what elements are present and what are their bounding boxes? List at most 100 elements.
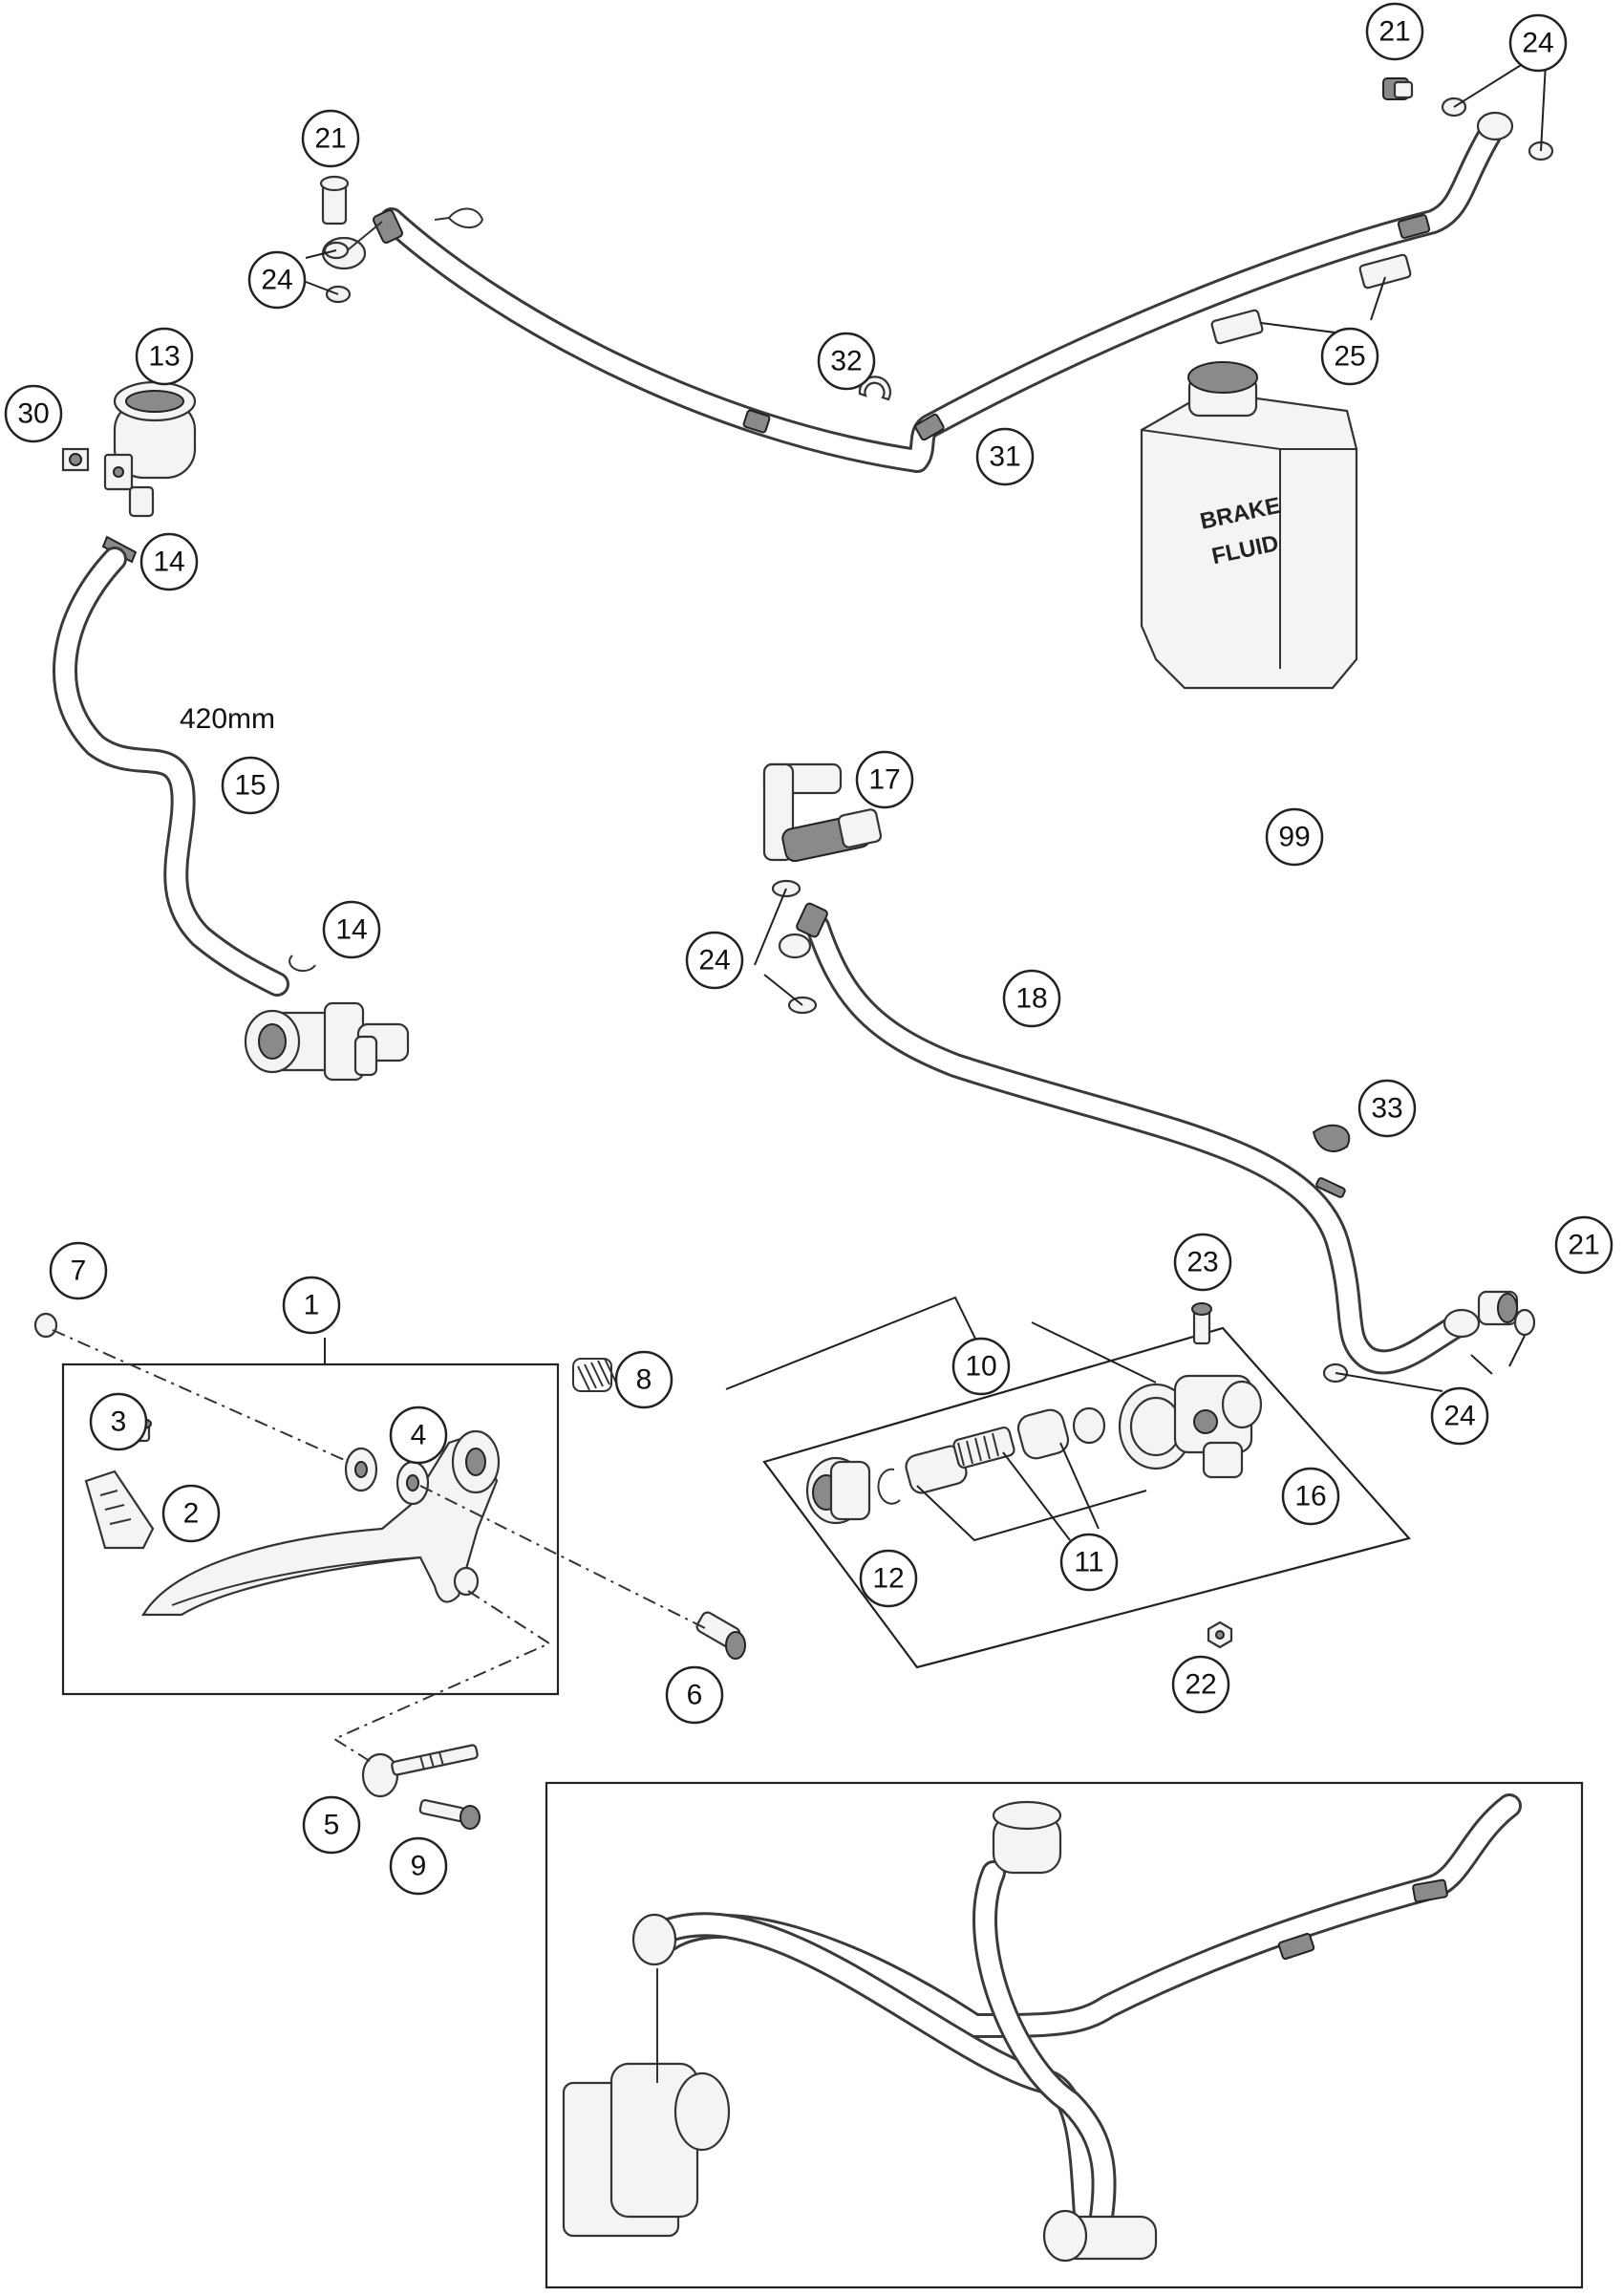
- master-cylinder-kit-frame-10: [762, 1326, 1412, 1669]
- svg-text:22: 22: [1185, 1669, 1216, 1701]
- callout-17: 17: [855, 750, 914, 809]
- callout-12: 12: [859, 1549, 918, 1608]
- callout-15: 15: [221, 756, 280, 815]
- callout-32: 32: [817, 332, 876, 391]
- svg-text:24: 24: [698, 945, 730, 976]
- svg-text:17: 17: [868, 764, 900, 796]
- brake-pedal-2: [84, 1429, 501, 1617]
- svg-text:23: 23: [1186, 1247, 1218, 1278]
- svg-text:21: 21: [314, 123, 346, 155]
- svg-text:8: 8: [636, 1364, 652, 1396]
- svg-text:14: 14: [335, 914, 367, 946]
- screw-23: [1191, 1302, 1212, 1345]
- callout-14-bottom: 14: [322, 900, 381, 959]
- callout-leaders: [305, 56, 1547, 1392]
- svg-text:31: 31: [989, 441, 1020, 473]
- svg-text:11: 11: [1074, 1547, 1103, 1578]
- svg-text:21: 21: [1378, 16, 1410, 48]
- callout-24-top-left: 24: [247, 250, 307, 310]
- svg-text:30: 30: [17, 398, 49, 430]
- axis-line-pedal-pivot: [52, 1329, 708, 1630]
- callout-13: 13: [135, 327, 194, 386]
- elbow-16: [1202, 1441, 1244, 1479]
- hose-length-label: 420mm: [180, 703, 275, 735]
- callout-3: 3: [89, 1392, 148, 1451]
- circlip-12: [877, 1468, 901, 1505]
- pedal-kit-frame-1: [61, 1363, 560, 1696]
- svg-text:9: 9: [411, 1851, 427, 1882]
- svg-text:10: 10: [965, 1351, 996, 1383]
- axis-line-clevis: [331, 1590, 552, 1764]
- svg-text:13: 13: [148, 341, 180, 373]
- banjo-bolt-21-right: [1477, 1290, 1519, 1326]
- callout-24-top-right: 24: [1508, 13, 1568, 73]
- hose-clip-25: [1210, 253, 1412, 345]
- overview-inset-frame: [545, 1781, 1584, 2289]
- svg-text:21: 21: [1568, 1230, 1599, 1261]
- rear-master-cylinder-assembled: [244, 1001, 410, 1082]
- svg-text:5: 5: [324, 1810, 340, 1841]
- svg-text:12: 12: [872, 1563, 904, 1595]
- master-cylinder-body: [1118, 1374, 1263, 1470]
- bolt-9: [418, 1799, 481, 1830]
- callout-14-top: 14: [139, 532, 199, 591]
- callout-5: 5: [302, 1795, 361, 1855]
- reservoir-13: [103, 380, 197, 518]
- svg-text:16: 16: [1294, 1481, 1326, 1513]
- callout-7: 7: [49, 1241, 108, 1300]
- washers-24-middle: [771, 879, 818, 1015]
- brake-fluid-can-99: BRAKE FLUID: [1140, 361, 1358, 690]
- bolt-6: [695, 1611, 746, 1660]
- bushings-4: [344, 1447, 430, 1506]
- svg-text:32: 32: [830, 346, 862, 377]
- callout-1: 1: [282, 1276, 341, 1335]
- spring-8: [572, 1358, 617, 1392]
- banjo-bolt-21-top-right: [1382, 77, 1414, 100]
- clip-33: [1312, 1124, 1351, 1152]
- svg-text:1: 1: [304, 1290, 320, 1321]
- callout-16: 16: [1281, 1467, 1340, 1526]
- svg-text:24: 24: [1443, 1401, 1475, 1432]
- svg-text:24: 24: [261, 265, 292, 296]
- boot-12: [805, 1456, 871, 1525]
- callout-4: 4: [389, 1405, 448, 1465]
- brake-hose-18: [796, 902, 1481, 1375]
- svg-text:6: 6: [687, 1680, 703, 1711]
- callout-22: 22: [1171, 1655, 1230, 1714]
- banjo-bolt-21-top-left: [319, 175, 350, 225]
- callout-6: 6: [665, 1665, 724, 1725]
- callout-21-top-right: 21: [1365, 2, 1424, 61]
- callout-33: 33: [1357, 1079, 1417, 1138]
- screw-30: [61, 447, 90, 472]
- callout-24-right: 24: [1430, 1386, 1489, 1446]
- upper-brake-line-31: [321, 111, 1514, 473]
- svg-text:4: 4: [411, 1420, 427, 1451]
- svg-text:99: 99: [1278, 822, 1310, 853]
- svg-text:15: 15: [234, 770, 266, 802]
- callout-99: 99: [1265, 807, 1324, 867]
- nut-22: [1207, 1620, 1233, 1649]
- svg-text:18: 18: [1015, 983, 1047, 1015]
- pivot-bolt-5: [361, 1744, 479, 1798]
- overview-inset-assembly: [562, 1793, 1522, 2263]
- callout-11: 11: [1059, 1533, 1119, 1592]
- svg-text:3: 3: [111, 1406, 127, 1438]
- svg-text:24: 24: [1522, 28, 1553, 59]
- svg-text:2: 2: [183, 1498, 200, 1530]
- callout-30: 30: [4, 384, 63, 443]
- callout-25: 25: [1320, 327, 1379, 386]
- callout-21-right: 21: [1554, 1215, 1613, 1275]
- callout-18: 18: [1002, 969, 1061, 1028]
- leader-11: [916, 1442, 1147, 1542]
- svg-text:14: 14: [153, 547, 184, 578]
- callout-21-top-left: 21: [301, 109, 360, 168]
- washer-7: [33, 1312, 58, 1339]
- svg-text:25: 25: [1334, 341, 1365, 373]
- callout-2: 2: [161, 1484, 221, 1543]
- callout-8: 8: [614, 1350, 673, 1409]
- callout-9: 9: [389, 1836, 448, 1896]
- callout-23: 23: [1173, 1233, 1232, 1292]
- sensor-bracket-17: [762, 762, 883, 863]
- piston-11: [905, 1406, 1106, 1494]
- hose-clamp-14-bottom: [288, 955, 316, 973]
